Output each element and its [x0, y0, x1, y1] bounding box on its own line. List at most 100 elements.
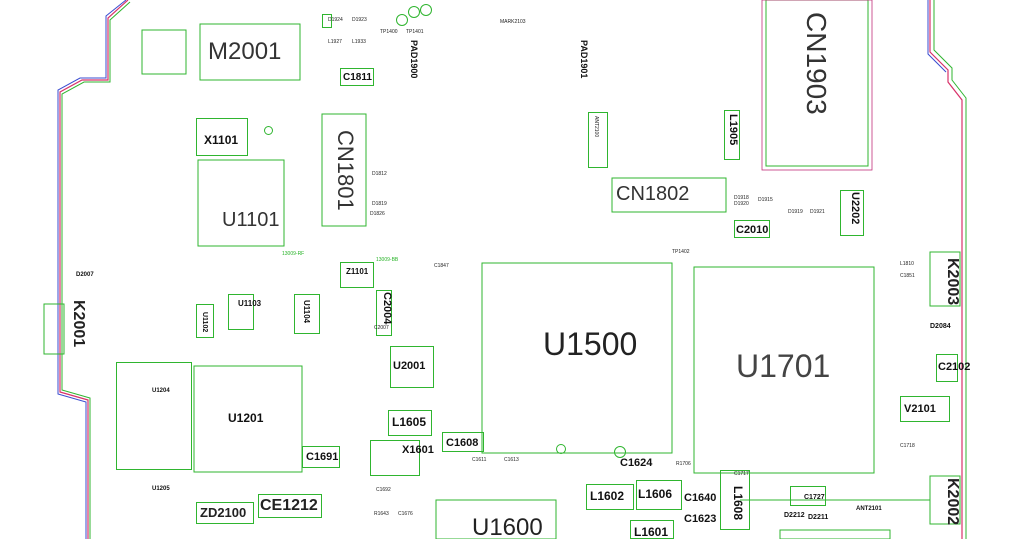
label-c1847: C1847: [434, 263, 449, 269]
label-ant2100: ANT2100: [593, 116, 599, 138]
label-tp1401: TP1401: [406, 29, 424, 35]
label-x1101: X1101: [204, 133, 239, 147]
label-d1923: D1923: [352, 17, 367, 23]
label-u1204: U1204: [152, 388, 170, 394]
label-c1718: C1718: [900, 443, 915, 449]
label-d1920: D1920: [734, 201, 749, 207]
label-u1101: U1101: [222, 209, 280, 231]
label-zd2100: ZD2100: [200, 505, 247, 520]
label-u1205: U1205: [152, 486, 170, 492]
label-d1924: D1924: [328, 17, 343, 23]
pad: [734, 220, 770, 238]
test-point-b: [408, 6, 420, 18]
label-d1918: D1918: [734, 195, 749, 201]
test-point-c: [420, 4, 432, 16]
label-c1613: C1613: [504, 457, 519, 463]
pad: [724, 110, 740, 160]
label-c1623: C1623: [684, 513, 717, 525]
label-c1692: C1692: [376, 487, 391, 493]
pad: [322, 14, 332, 28]
label-u1201: U1201: [228, 411, 264, 425]
label-k2001: K2001: [70, 300, 87, 348]
pad: [196, 304, 214, 338]
pad: [302, 446, 340, 468]
label-u2001: U2001: [393, 360, 426, 372]
label-l1608: L1608: [731, 486, 745, 521]
label-d1826: D1826: [370, 211, 385, 217]
pad: [196, 118, 248, 156]
label-d2007: D2007: [76, 272, 94, 278]
label-ce1212: CE1212: [260, 497, 318, 514]
pad: [936, 354, 958, 382]
pad: [720, 470, 750, 530]
pad: [294, 294, 320, 334]
label-d1915: D1915: [758, 197, 773, 203]
label-d1819: D1819: [372, 201, 387, 207]
label-l1602: L1602: [590, 489, 625, 503]
test-point-e: [556, 444, 566, 454]
pad: [376, 290, 392, 336]
label-c1676: C1676: [398, 511, 413, 517]
label-u1500: U1500: [543, 326, 638, 362]
pad: [116, 362, 192, 470]
label-u1701: U1701: [736, 348, 831, 384]
label-c1608: C1608: [446, 437, 479, 449]
label-d1812: D1812: [372, 171, 387, 177]
label-k2002: K2002: [944, 478, 961, 526]
label-c2102: C2102: [938, 361, 971, 373]
label-d2211: D2211: [808, 514, 829, 521]
pad: [442, 432, 484, 452]
label-c1640: C1640: [684, 492, 717, 504]
label-l1606: L1606: [638, 487, 673, 501]
label-cn1802: CN1802: [616, 183, 690, 205]
pad: [258, 494, 322, 518]
pad: [586, 484, 634, 510]
label-c1624: C1624: [620, 457, 653, 469]
label-pad1900: PAD1900: [409, 40, 419, 79]
label-z1101: Z1101: [346, 267, 369, 276]
label-u1102: U1102: [201, 312, 208, 333]
label-l1810: L1810: [900, 261, 914, 267]
label-d1921: D1921: [810, 209, 825, 215]
label-ref2: 13009-BB: [376, 257, 399, 263]
pad: [636, 480, 682, 510]
pad: [340, 68, 374, 86]
pad: [790, 486, 826, 506]
label-d2084: D2084: [930, 323, 951, 330]
test-point-f: [264, 126, 273, 135]
label-cn1801: CN1801: [333, 130, 358, 211]
label-l1905: L1905: [727, 114, 739, 146]
label-u1600: U1600: [472, 514, 543, 539]
label-x1601: X1601: [402, 444, 434, 456]
label-d1919: D1919: [788, 209, 803, 215]
label-l1933: L1933: [352, 39, 366, 45]
label-l1605: L1605: [392, 415, 427, 429]
label-cn1903: CN1903: [801, 12, 832, 115]
pad: [370, 440, 420, 476]
label-v2101: V2101: [904, 403, 936, 415]
label-c2004: C2004: [381, 292, 393, 325]
label-c1717: C1717: [734, 471, 749, 477]
label-k2003: K2003: [944, 258, 961, 306]
label-mark: MARK2103: [500, 19, 526, 25]
label-c1851: C1851: [900, 273, 915, 279]
label-ref1: 13009-RF: [282, 251, 305, 257]
label-l1927: L1927: [328, 39, 342, 45]
pad: [588, 112, 608, 168]
label-c2007: C2007: [374, 325, 389, 331]
pad: [390, 346, 434, 388]
label-l1601: L1601: [634, 525, 669, 539]
label-pad1901: PAD1901: [579, 40, 589, 79]
pad: [340, 262, 374, 288]
label-tp1400: TP1400: [380, 29, 398, 35]
label-u2202: U2202: [849, 192, 861, 225]
pad: [196, 502, 254, 524]
pad: [388, 410, 432, 436]
label-u1104: U1104: [302, 300, 311, 324]
pad: [840, 190, 864, 236]
label-u1103: U1103: [238, 299, 262, 308]
label-c1611: C1611: [472, 457, 487, 463]
label-c1727: C1727: [804, 494, 825, 501]
